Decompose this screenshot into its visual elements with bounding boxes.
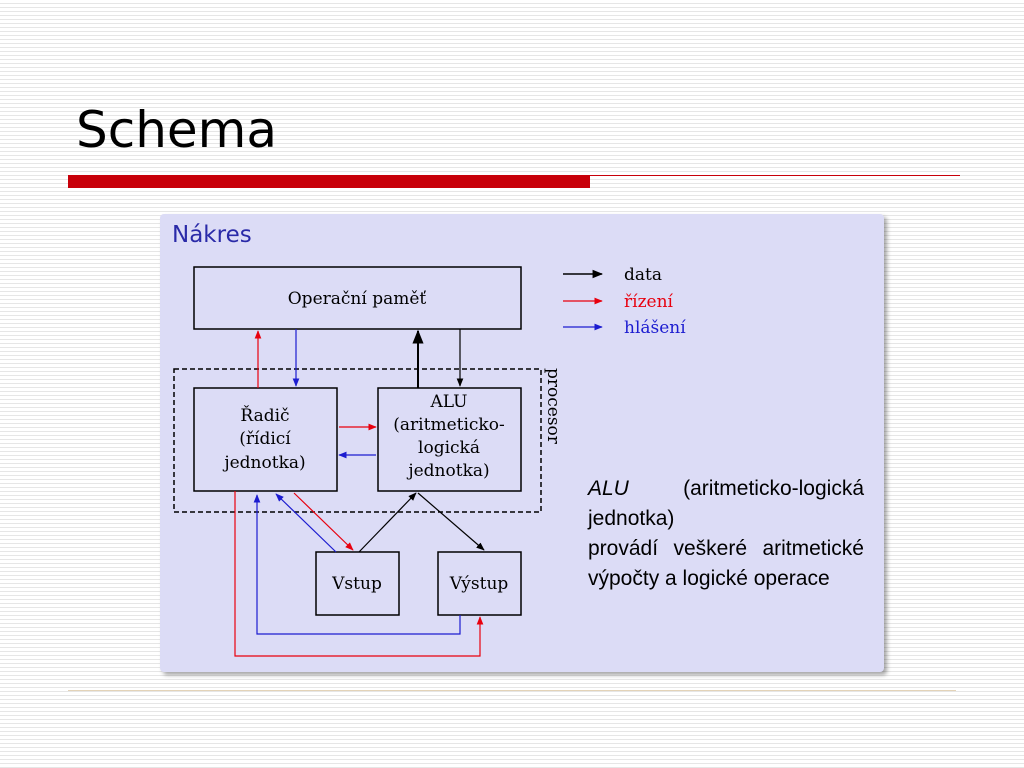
input-box — [315, 551, 400, 616]
output-box — [437, 551, 522, 616]
data-arrow-input-to-alu — [358, 492, 417, 553]
input-label: Vstup — [331, 574, 382, 594]
alu-label-line-4: jednotka) — [406, 461, 489, 481]
controller-label-line-2: (řídicí — [239, 429, 291, 449]
alu-description: ALU (aritmeticko-logická jednotka) prová… — [588, 474, 864, 594]
alu-description-body: provádí veškeré aritmetické výpočty a lo… — [588, 537, 864, 590]
alu-label-line-3: logická — [418, 438, 480, 458]
panel-heading: Nákres — [172, 222, 252, 248]
processor-label: procesor — [543, 368, 563, 445]
alu-term-expansion: (aritmeticko-logická jednotka) — [588, 477, 864, 530]
memory-box — [193, 266, 522, 330]
report-arrow-output-to-controller — [253, 494, 461, 635]
legend-report-label: hlášení — [624, 318, 686, 338]
data-arrow-alu-to-output — [417, 492, 485, 551]
computer-schema-diagram: procesor Operační paměť Řadič (řídicí je… — [173, 265, 686, 657]
control-arrow-controller-to-input — [293, 492, 354, 551]
footer-rule — [68, 690, 956, 691]
processor-region — [173, 368, 542, 513]
title-underline-accent — [68, 175, 590, 188]
alu-label-line-2: (aritmeticko- — [393, 415, 504, 435]
alu-box — [377, 387, 522, 492]
control-arrow-controller-to-output — [234, 491, 484, 657]
memory-label: Operační paměť — [288, 289, 427, 309]
alu-label-line-1: ALU — [430, 392, 468, 412]
report-arrow-input-to-controller — [275, 493, 337, 553]
slide-title: Schema — [76, 101, 278, 159]
legend-control-label: řízení — [624, 292, 674, 312]
title-underline-rule — [590, 175, 960, 176]
controller-label-line-1: Řadič — [240, 405, 289, 426]
alu-term: ALU — [588, 477, 629, 500]
output-label: Výstup — [449, 574, 509, 594]
legend-data-label: data — [624, 265, 662, 285]
diagram-panel: Nákres procesor Operační paměť Řadič (ří… — [160, 214, 884, 672]
controller-box — [193, 387, 338, 492]
controller-label-line-3: jednotka) — [222, 453, 305, 473]
